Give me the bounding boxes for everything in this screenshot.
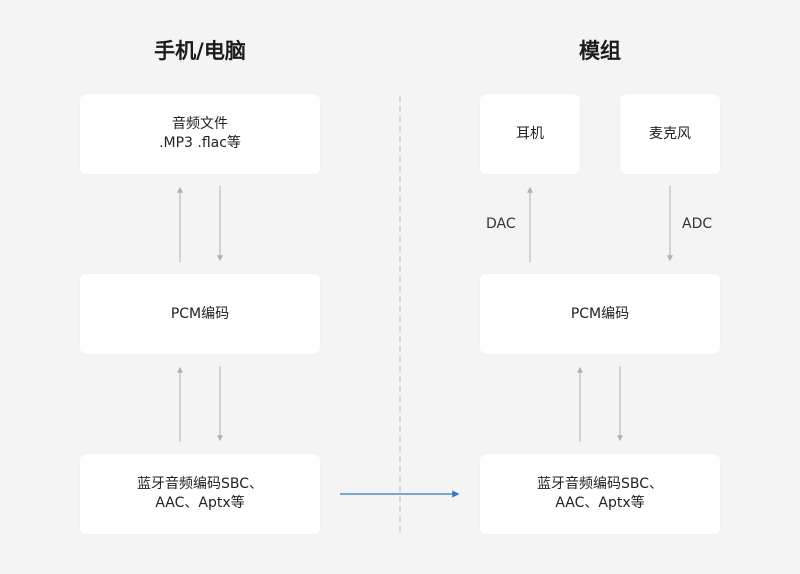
left-pcm-box: PCM编码 xyxy=(80,274,320,354)
right-bluetooth-codec-box: 蓝牙音频编码SBC、 AAC、Aptx等 xyxy=(480,454,720,534)
left-pcm-label: PCM编码 xyxy=(170,305,230,322)
right-bluetooth-codec-line2: AAC、Aptx等 xyxy=(555,495,645,511)
left-bluetooth-codec-line1: 蓝牙音频编码SBC、 xyxy=(136,476,264,492)
earphone-box: 耳机 xyxy=(480,94,580,174)
audio-file-formats: .MP3 .flac等 xyxy=(159,135,241,151)
right-bluetooth-codec-line1: 蓝牙音频编码SBC、 xyxy=(536,476,664,492)
right-pcm-label: PCM编码 xyxy=(570,305,630,322)
heading-phone-computer: 手机/电脑 xyxy=(154,39,246,63)
adc-label: ADC xyxy=(682,216,713,232)
audio-file-label: 音频文件 xyxy=(172,116,228,132)
dac-label: DAC xyxy=(486,216,516,232)
left-bluetooth-codec-line2: AAC、Aptx等 xyxy=(155,495,245,511)
audio-file-box: 音频文件 .MP3 .flac等 xyxy=(80,94,320,174)
earphone-label: 耳机 xyxy=(516,125,544,142)
left-bluetooth-codec-box: 蓝牙音频编码SBC、 AAC、Aptx等 xyxy=(80,454,320,534)
microphone-box: 麦克风 xyxy=(620,94,720,174)
right-pcm-box: PCM编码 xyxy=(480,274,720,354)
heading-module: 模组 xyxy=(579,39,621,63)
microphone-label: 麦克风 xyxy=(649,125,691,142)
